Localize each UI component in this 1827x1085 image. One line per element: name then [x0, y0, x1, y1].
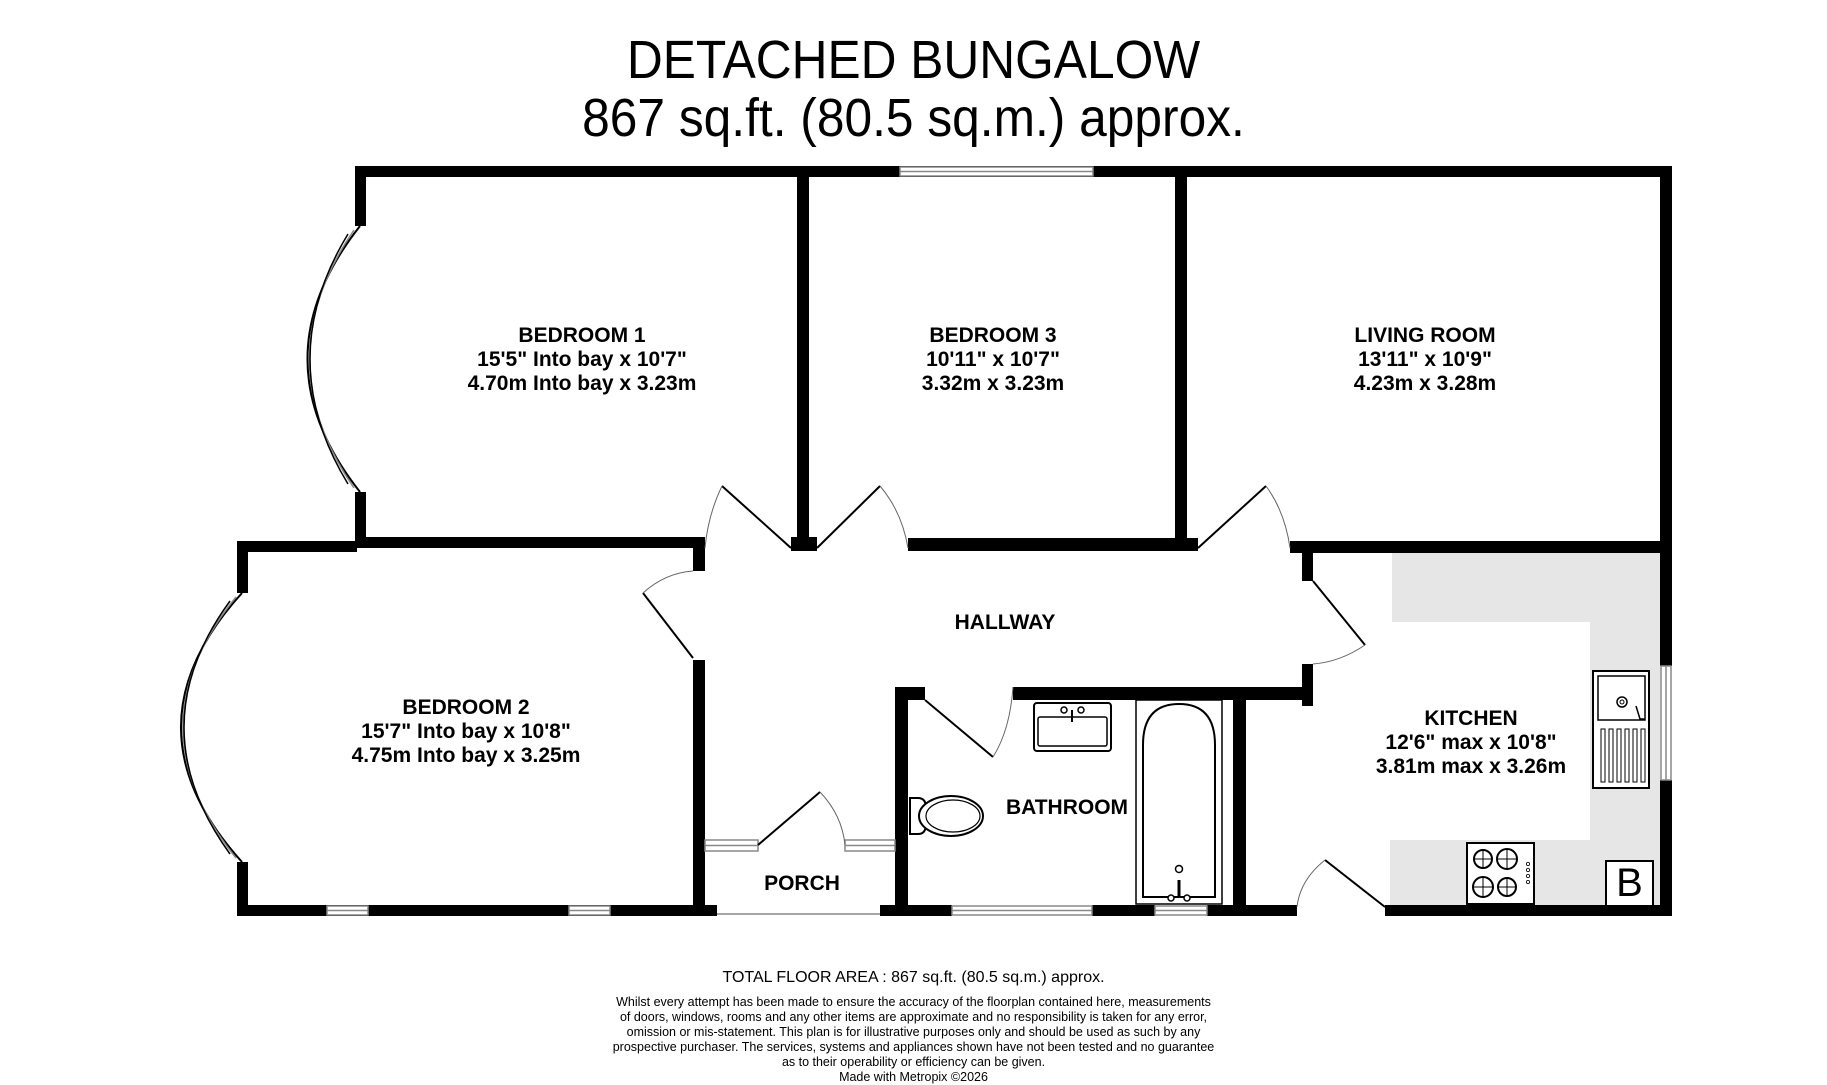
- door-kitchen: [1312, 580, 1366, 665]
- door-bedroom1: [704, 485, 792, 549]
- bath-icon: [1135, 699, 1223, 905]
- door-bedroom3: [816, 485, 909, 549]
- door-living: [1197, 485, 1291, 549]
- door-bedroom2: [642, 570, 694, 659]
- room-label-hallway: HALLWAY: [954, 611, 1056, 634]
- door-kitchen-back: [1296, 859, 1386, 908]
- room-label-porch: PORCH: [764, 872, 840, 895]
- windows: [180, 166, 1672, 916]
- plan-area-subtitle: 867 sq.ft. (80.5 sq.m.) approx.: [582, 88, 1245, 148]
- kitchen-sink-icon: [1592, 670, 1650, 789]
- hob-icon: [1466, 842, 1535, 905]
- basin-icon: [1033, 702, 1112, 752]
- credit: Made with Metropix ©2026: [839, 1070, 988, 1084]
- disclaimer: Whilst every attempt has been made to en…: [0, 995, 1827, 1085]
- room-label-bathroom: BATHROOM: [1005, 796, 1129, 819]
- boiler-icon: [1605, 860, 1654, 907]
- total-floor-area: TOTAL FLOOR AREA : 867 sq.ft. (80.5 sq.m…: [722, 969, 1105, 986]
- kitchen-counters: [1390, 552, 1660, 908]
- toilet-icon: [909, 795, 984, 837]
- door-bathroom: [924, 686, 1014, 758]
- door-porch: [757, 791, 846, 846]
- plan-title: DETACHED BUNGALOW: [626, 30, 1201, 90]
- boiler-label: B: [1616, 861, 1643, 905]
- doors: [642, 485, 1386, 908]
